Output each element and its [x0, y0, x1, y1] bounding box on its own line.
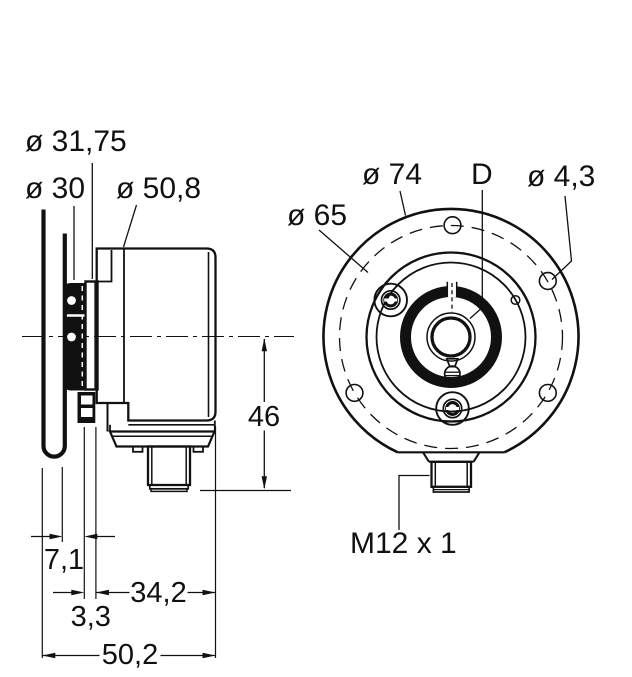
label-m12: M12 x 1 — [350, 527, 457, 560]
front-leader-lines — [318, 190, 573, 530]
plate-screw-upper-left — [380, 289, 401, 311]
front-step-edge — [96, 250, 113, 283]
bolt-circle-dashed — [338, 224, 564, 450]
dim-50-2: 50,2 — [42, 639, 216, 671]
index-hole — [510, 294, 521, 306]
hub-clamping-ring — [400, 281, 502, 388]
dim-3-3-and-34-2: 34,2 3,3 — [53, 577, 216, 633]
dim-46: 46 — [248, 338, 280, 490]
screw-lobe-upper-left — [373, 282, 408, 318]
side-leader-lines — [73, 163, 138, 280]
dim-7-1-text: 7,1 — [44, 544, 84, 576]
tether-spring — [41, 209, 67, 459]
label-dia-74: ø 74 — [362, 158, 422, 191]
face-circle-inner — [375, 261, 527, 413]
clamping-ring-side — [64, 283, 85, 391]
screw-lobe-bottom — [435, 391, 470, 426]
dim-50-2-text: 50,2 — [102, 639, 158, 671]
label-dia-4-3: ø 4,3 — [527, 160, 595, 193]
flange-outline — [322, 207, 580, 454]
plate-screw-bottom — [442, 398, 463, 419]
dim-3-3-text: 3,3 — [71, 601, 111, 633]
label-dia-65: ø 65 — [287, 199, 347, 232]
dim-34-2-text: 34,2 — [130, 577, 186, 609]
connector-front — [422, 451, 481, 493]
connector-side — [146, 445, 192, 493]
clamp-block-side — [77, 392, 96, 423]
encoder-body-side — [95, 247, 217, 432]
rear-cap-side — [108, 430, 217, 453]
dim-46-text: 46 — [248, 401, 280, 433]
face-circle-outer — [365, 251, 537, 423]
flange-plate-side — [84, 280, 99, 391]
extension-lines — [41, 426, 291, 658]
shaft-bore — [426, 312, 476, 383]
label-shaft-d: D — [471, 158, 493, 191]
label-dia-30: ø 30 — [25, 172, 85, 205]
dim-7-1: 7,1 — [31, 533, 115, 576]
label-dia-31-75: ø 31,75 — [25, 125, 127, 158]
side-view: ø 31,75 ø 30 ø 50,8 46 7,1 — [22, 125, 294, 671]
front-view: ø 74 D ø 4,3 ø 65 M12 x 1 — [287, 158, 595, 560]
mounting-holes — [345, 216, 557, 403]
label-dia-50-8: ø 50,8 — [116, 172, 201, 205]
